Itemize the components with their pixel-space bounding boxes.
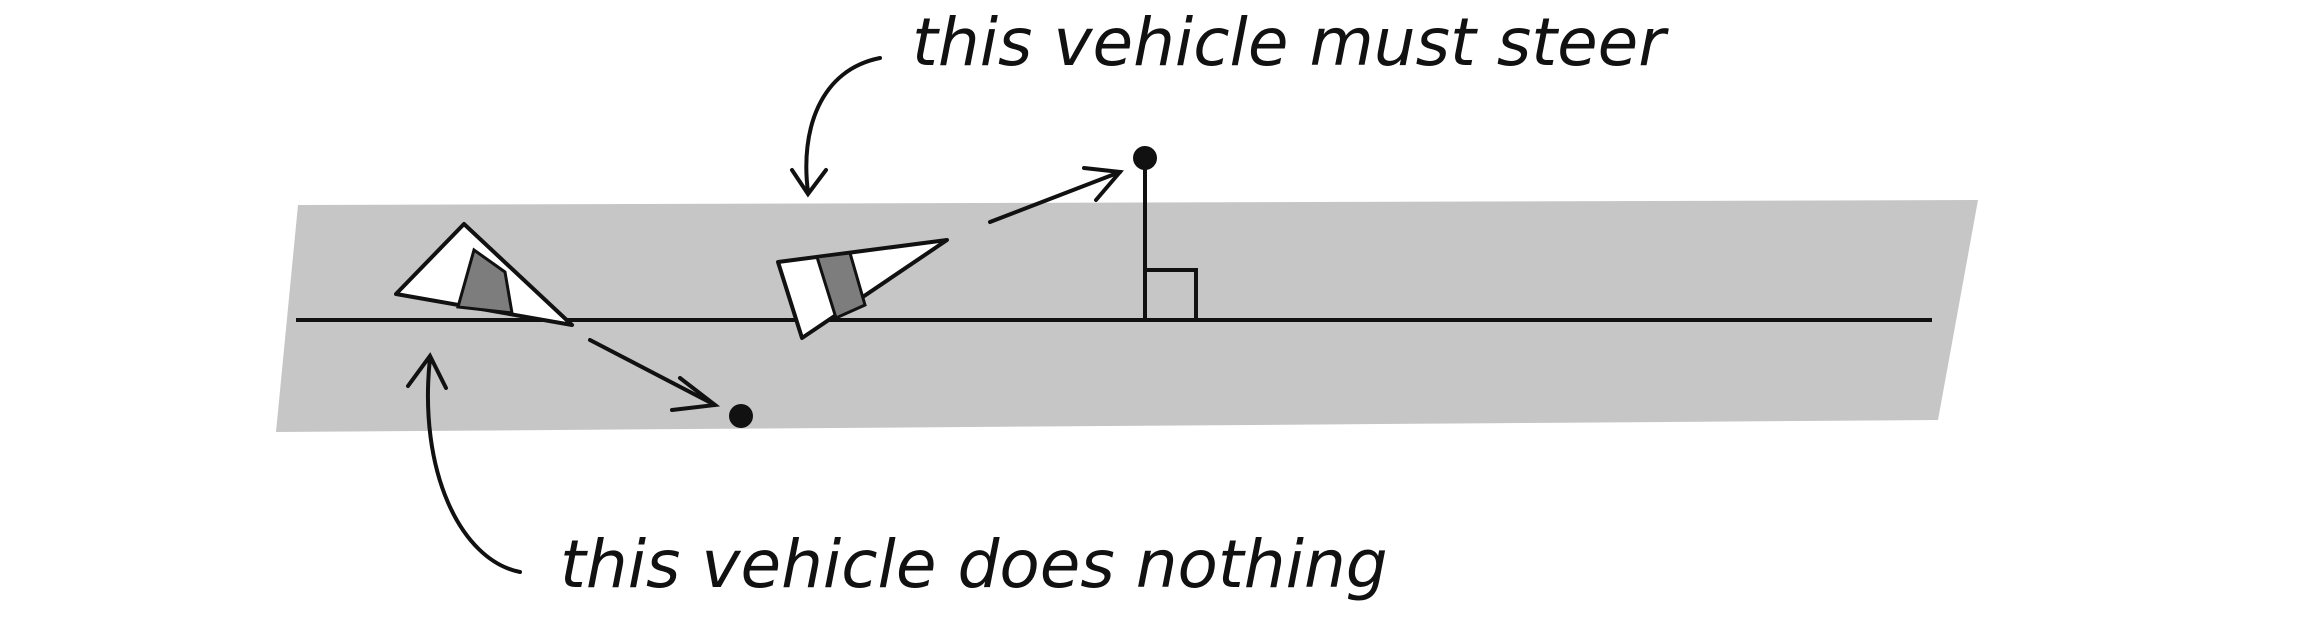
steer-annotation: this vehicle must steer — [912, 4, 1666, 81]
vehicle-band — [456, 247, 514, 315]
vehicle-must-steer — [776, 238, 949, 340]
velocity-arrow-1 — [588, 338, 721, 412]
curved-arrow-steer — [790, 56, 882, 198]
nothing-annotation: this vehicle does nothing — [560, 526, 1388, 603]
road-band — [276, 200, 1978, 432]
desired-velocity-arrow — [988, 166, 1124, 224]
target-normal — [1143, 158, 1198, 320]
curved-arrow-nothing — [406, 352, 522, 574]
target-point-2 — [1133, 146, 1157, 170]
vehicle-band — [815, 251, 867, 321]
target-point-1 — [729, 404, 753, 428]
vehicle-does-nothing — [394, 222, 574, 327]
